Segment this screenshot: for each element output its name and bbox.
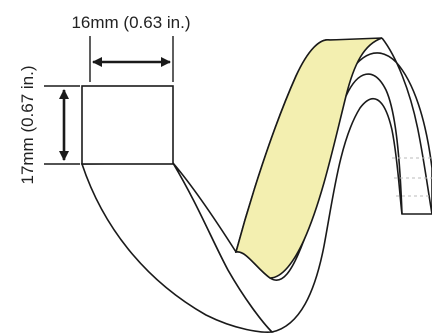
cross-section-box bbox=[81, 85, 174, 165]
width-dimension: 16mm (0.63 in.) bbox=[71, 13, 191, 82]
width-label: 16mm (0.63 in.) bbox=[71, 13, 190, 32]
strip-top-face bbox=[234, 37, 383, 279]
strip-inner-edge bbox=[381, 37, 432, 215]
strip-front-face bbox=[172, 52, 432, 333]
height-label: 17mm (0.67 in.) bbox=[18, 65, 37, 184]
cut-marks bbox=[392, 157, 432, 197]
height-dimension: 17mm (0.67 in.) bbox=[18, 65, 80, 185]
strip-inner-curve bbox=[345, 73, 403, 215]
